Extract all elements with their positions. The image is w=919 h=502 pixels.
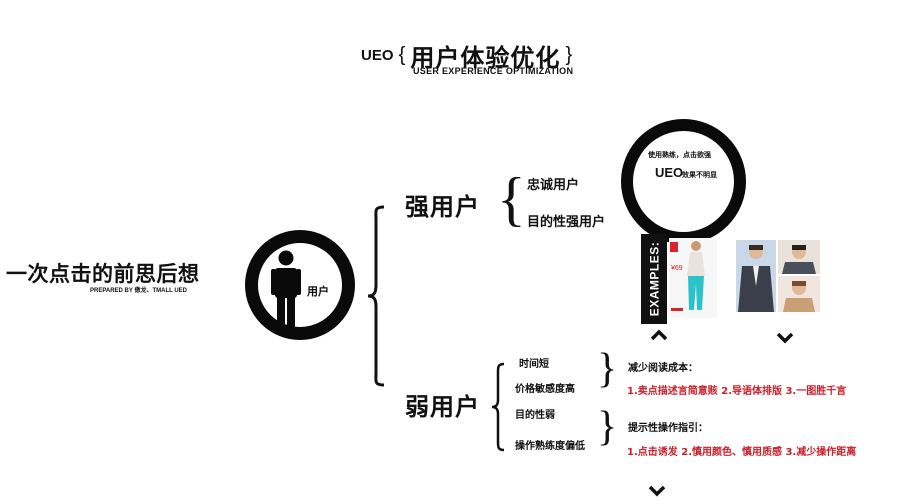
credit-line: PREPARED BY 傲龙、TMALL UED (90, 285, 187, 294)
ueo-effect-ring (621, 119, 746, 244)
weak-item-low-purpose: 目的性弱 (515, 406, 555, 421)
main-bracket (366, 205, 386, 387)
diagram-title: 一次点击的前思后想 (6, 258, 200, 288)
strong-user-label: 强用户 (405, 187, 480, 222)
ring-text-bottom: 效果不明显 (682, 170, 717, 180)
user-label: 用户 (307, 283, 329, 299)
operation-guide-tips: 1.点击诱发 2.慎用颜色、慎用质感 3.减少操作距离 (627, 443, 856, 458)
person-icon (271, 250, 301, 332)
header-brace-close: } (565, 44, 572, 66)
strong-item-loyal: 忠诚用户 (527, 174, 579, 193)
svg-text:¥69: ¥69 (671, 265, 683, 272)
example-image-male-models (736, 236, 820, 312)
weak-item-low-proficiency: 操作熟练度偏低 (515, 437, 585, 452)
weak-item-short-time: 时间短 (519, 355, 549, 370)
ring-text-ueo: UEO (655, 165, 683, 180)
weak-user-label: 弱用户 (405, 387, 480, 422)
header-brace-open: { (399, 44, 406, 66)
weak-brace-operation: } (597, 406, 617, 448)
examples-tag: EXAMPLES: (641, 234, 667, 324)
weak-bracket (490, 362, 506, 452)
weak-item-price-sensitive: 价格敏感度高 (515, 380, 575, 395)
chevron-down-icon-bottom (648, 478, 666, 502)
example-image-female-model: ¥69 (669, 238, 717, 318)
header-prefix: UEO (361, 47, 394, 64)
page-subtitle: USER EXPERIENCE OPTIMIZATION (413, 66, 573, 76)
ring-text-top: 使用熟练，点击欲强 (648, 150, 711, 160)
examples-label: EXAMPLES: (647, 242, 661, 317)
weak-brace-reading: } (597, 348, 617, 390)
reading-cost-title: 减少阅读成本： (628, 359, 698, 374)
reading-cost-tips: 1.卖点描述言简意赅 2.导语体排版 3.一图胜千言 (627, 382, 846, 397)
operation-guide-title: 提示性操作指引： (628, 419, 708, 434)
strong-brace: { (497, 169, 526, 229)
strong-item-purposeful: 目的性强用户 (527, 211, 605, 230)
chevron-up-icon (650, 322, 668, 346)
chevron-down-icon (776, 325, 794, 349)
